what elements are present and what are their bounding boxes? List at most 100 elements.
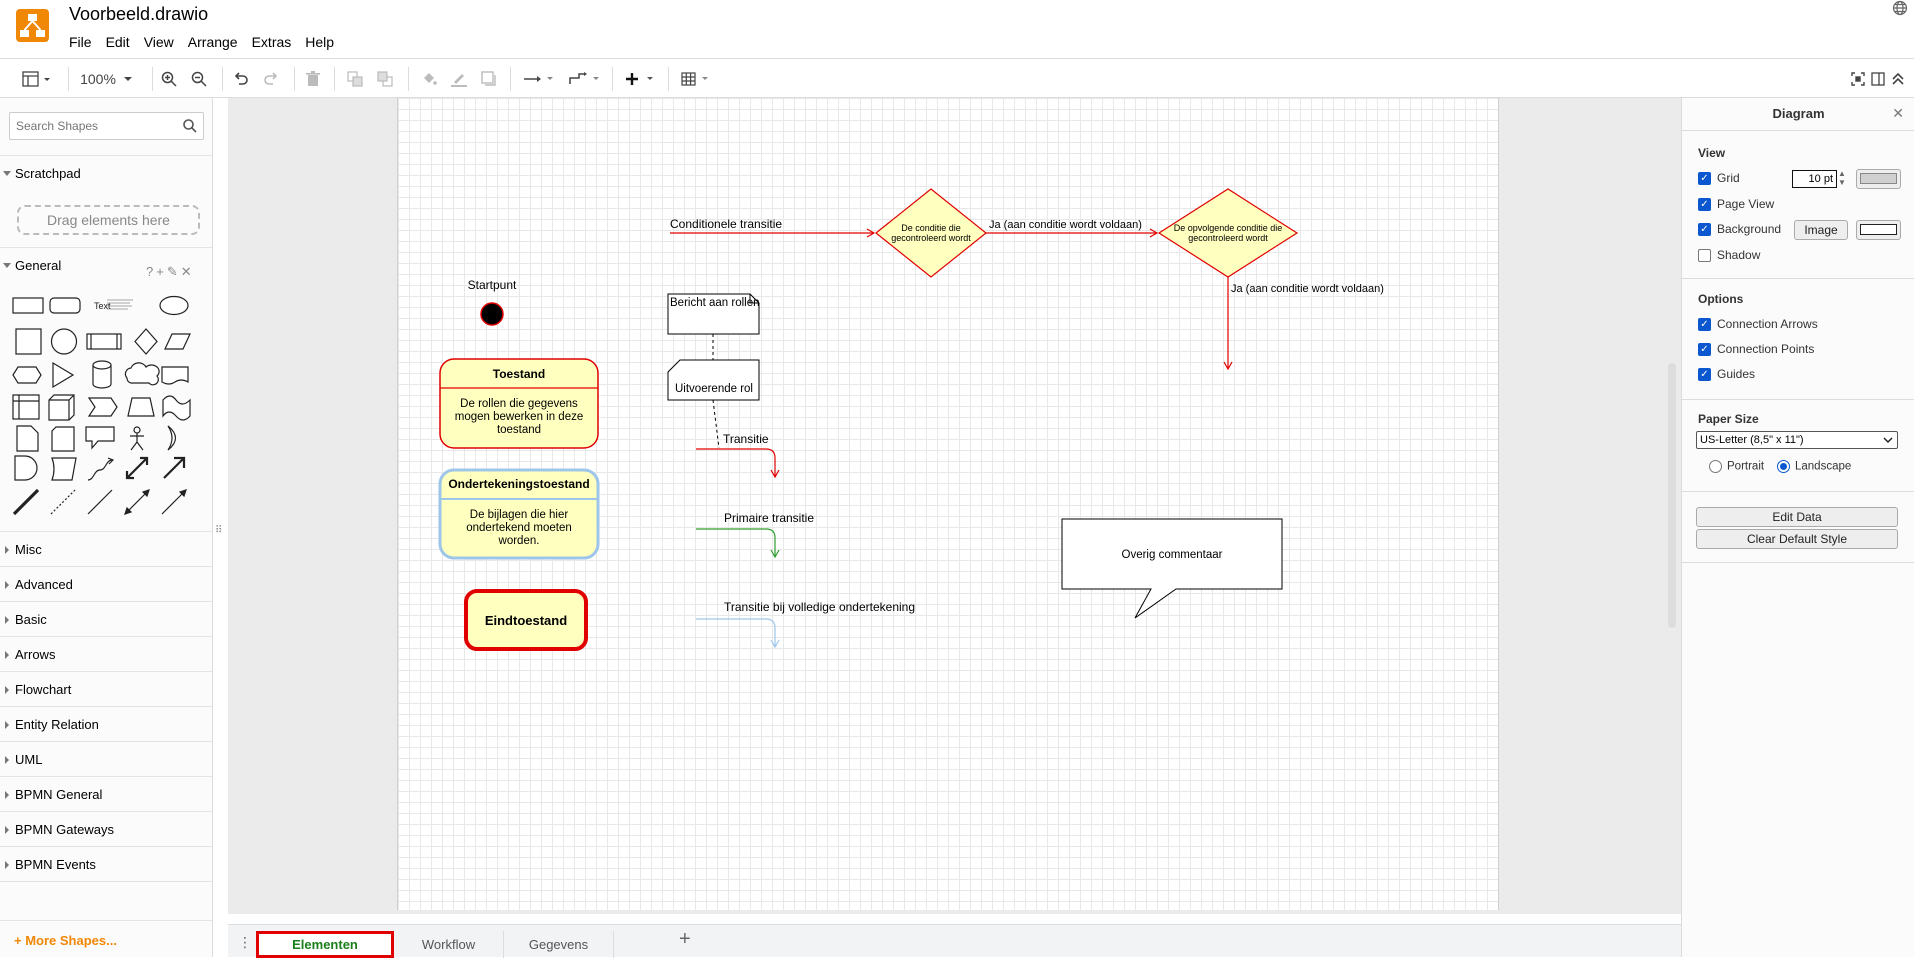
guides-checkbox[interactable]: ✓ <box>1698 367 1711 381</box>
undo-icon[interactable] <box>232 69 250 89</box>
shadow-icon[interactable] <box>480 69 498 89</box>
grid-checkbox-row[interactable]: ✓ Grid <box>1698 171 1740 185</box>
toestand-node: Toestand De rollen die gegevens mogen be… <box>439 358 599 449</box>
section-entity-relation[interactable]: Entity Relation <box>0 706 212 741</box>
menu-view[interactable]: View <box>143 34 174 50</box>
tab-workflow[interactable]: Workflow <box>394 931 504 958</box>
section-basic[interactable]: Basic <box>0 601 212 636</box>
connection-arrow-dropdown[interactable] <box>522 69 556 89</box>
section-general[interactable]: General <box>0 247 212 282</box>
paper-size-select[interactable]: US-Letter (8,5" x 11") <box>1696 431 1898 449</box>
background-checkbox[interactable]: ✓ <box>1698 222 1711 236</box>
clear-default-style-button[interactable]: Clear Default Style <box>1696 529 1898 549</box>
insert-plus-dropdown[interactable] <box>624 69 658 89</box>
menu-file[interactable]: File <box>69 34 92 50</box>
language-globe-icon[interactable] <box>1892 0 1908 21</box>
connection-arrows-checkbox[interactable]: ✓ <box>1698 317 1711 331</box>
page-tabs-bar: ⋮ Elementen Workflow Gegevens + <box>228 924 1682 958</box>
table-dropdown[interactable] <box>680 69 714 89</box>
menu-bar: File Edit View Arrange Extras Help <box>62 34 341 50</box>
tab-elementen[interactable]: Elementen <box>256 931 394 958</box>
delete-icon[interactable] <box>304 69 322 89</box>
paper-size-value: US-Letter (8,5" x 11") <box>1700 434 1804 446</box>
format-panel-toggle-icon[interactable] <box>18 69 56 89</box>
zoom-out-icon[interactable] <box>190 69 208 89</box>
page-view-checkbox-row[interactable]: ✓ Page View <box>1698 197 1774 211</box>
connection-points-checkbox[interactable]: ✓ <box>1698 342 1711 356</box>
background-image-button[interactable]: Image <box>1794 220 1848 240</box>
menu-arrange[interactable]: Arrange <box>187 34 238 50</box>
shape-text: Text <box>94 301 111 311</box>
section-bpmn-general[interactable]: BPMN General <box>0 776 212 811</box>
waypoint-style-dropdown[interactable] <box>568 69 602 89</box>
primaire-transitie-label: Primaire transitie <box>724 511 814 525</box>
section-bpmn-gateways[interactable]: BPMN Gateways <box>0 811 212 846</box>
search-icon[interactable] <box>182 118 198 134</box>
connection-points-row[interactable]: ✓ Connection Points <box>1698 342 1814 356</box>
connection-arrows-row[interactable]: ✓ Connection Arrows <box>1698 317 1818 331</box>
eindtoestand-label: Eindtoestand <box>485 613 567 628</box>
shape-link <box>12 488 40 516</box>
shadow-checkbox[interactable] <box>1698 248 1711 262</box>
section-scratchpad[interactable]: Scratchpad <box>0 155 212 190</box>
shape-stored-data <box>51 457 77 481</box>
section-uml[interactable]: UML <box>0 741 212 776</box>
shape-trapezoid <box>127 397 155 417</box>
tab-gegevens[interactable]: Gegevens <box>504 931 614 958</box>
grid-color-button[interactable] <box>1856 169 1901 189</box>
scratchpad-tools-icons[interactable]: ?+✎✕ <box>146 264 195 279</box>
section-bpmn-events[interactable]: BPMN Events <box>0 846 212 881</box>
section-advanced[interactable]: Advanced <box>0 566 212 601</box>
add-page-icon[interactable]: + <box>679 928 691 950</box>
edit-data-button[interactable]: Edit Data <box>1696 507 1898 527</box>
background-color-button[interactable] <box>1856 220 1901 240</box>
portrait-radio[interactable] <box>1709 460 1722 473</box>
search-shapes-input[interactable] <box>10 113 180 139</box>
to-back-icon[interactable] <box>376 69 394 89</box>
sidebar-resize-handle[interactable]: ⠿ <box>215 525 223 536</box>
collapse-toolbar-icon[interactable] <box>1890 69 1906 89</box>
fullscreen-icon[interactable] <box>1850 69 1866 89</box>
grid-size-input[interactable]: 10 pt <box>1792 170 1837 188</box>
menu-help[interactable]: Help <box>305 34 335 50</box>
scratchpad-drop-zone[interactable]: Drag elements here <box>17 205 200 235</box>
fill-color-icon[interactable] <box>420 69 438 89</box>
document-title[interactable]: Voorbeeld.drawio <box>69 4 209 24</box>
diagram-canvas[interactable]: Startpunt Toestand De rollen die gegeven… <box>228 98 1682 914</box>
shadow-checkbox-row[interactable]: Shadow <box>1698 248 1760 262</box>
toestand-body-1: De rollen die gegevens <box>460 398 578 410</box>
section-misc[interactable]: Misc <box>0 531 212 566</box>
shape-ellipse <box>159 295 189 316</box>
grid-checkbox[interactable]: ✓ <box>1698 171 1711 185</box>
landscape-radio-row[interactable]: Landscape <box>1777 460 1851 473</box>
general-shapes-palette[interactable]: Text <box>10 288 205 526</box>
toggle-format-icon[interactable] <box>1870 69 1886 89</box>
transitie-edge <box>696 448 776 476</box>
more-shapes-button[interactable]: + More Shapes... <box>0 920 212 955</box>
eindtoestand-node: Eindtoestand <box>464 589 588 651</box>
zoom-dropdown[interactable]: 100% <box>78 69 136 89</box>
grid-size-stepper[interactable]: ▲▼ <box>1838 169 1846 187</box>
to-front-icon[interactable] <box>346 69 364 89</box>
startpunt-label: Startpunt <box>468 278 517 292</box>
page-view-checkbox[interactable]: ✓ <box>1698 197 1711 211</box>
landscape-radio[interactable] <box>1777 460 1790 473</box>
diagram-page[interactable]: Startpunt Toestand De rollen die gegeven… <box>397 98 1499 910</box>
section-flowchart[interactable]: Flowchart <box>0 671 212 706</box>
section-arrows[interactable]: Arrows <box>0 636 212 671</box>
portrait-radio-row[interactable]: Portrait <box>1709 460 1764 473</box>
commentaar-label: Overig commentaar <box>1122 549 1223 561</box>
background-checkbox-row[interactable]: ✓ Background <box>1698 222 1781 236</box>
pages-menu-icon[interactable]: ⋮ <box>238 934 252 950</box>
redo-icon[interactable] <box>262 69 280 89</box>
menu-extras[interactable]: Extras <box>251 34 292 50</box>
close-icon[interactable]: ✕ <box>1892 105 1904 121</box>
vertical-scrollbar[interactable] <box>1668 363 1676 628</box>
menu-edit[interactable]: Edit <box>105 34 130 50</box>
onderteken-body-3: worden. <box>498 535 540 547</box>
guides-row[interactable]: ✓ Guides <box>1698 367 1755 381</box>
zoom-in-icon[interactable] <box>160 69 178 89</box>
line-color-icon[interactable] <box>450 69 468 89</box>
conditionele-transitie-label: Conditionele transitie <box>670 217 782 231</box>
condition-2-line-2: gecontroleerd wordt <box>1188 233 1268 243</box>
